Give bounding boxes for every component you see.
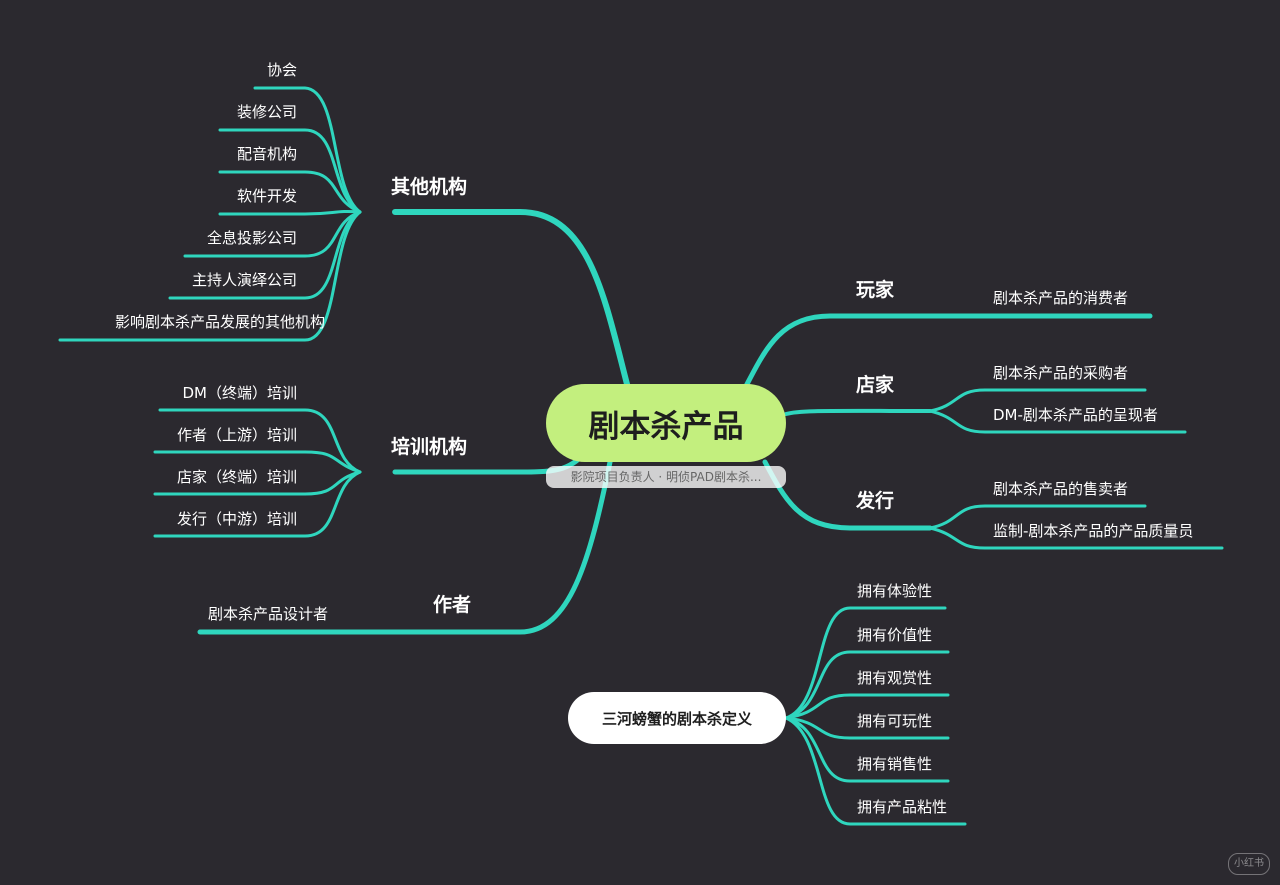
connector-leaf xyxy=(168,210,362,300)
connector-leaf xyxy=(218,170,362,214)
leaf-item[interactable]: 影响剧本杀产品发展的其他机构 xyxy=(114,313,325,331)
connector-leaf xyxy=(153,450,362,474)
leaf-item[interactable]: 拥有观赏性 xyxy=(857,669,933,687)
branch-other-orgs[interactable]: 其他机构 xyxy=(391,176,468,198)
branch-publish[interactable]: 发行 xyxy=(856,490,895,512)
branch-store[interactable]: 店家 xyxy=(856,374,895,396)
leaf-item[interactable]: 剧本杀产品的售卖者 xyxy=(993,480,1129,498)
watermark-logo: 小红书 xyxy=(1228,853,1270,875)
connector-leaf xyxy=(218,209,362,216)
leaf-item[interactable]: 拥有产品粘性 xyxy=(857,798,948,816)
central-topic-title: 剧本杀产品 xyxy=(588,408,744,445)
connector-other-orgs xyxy=(392,209,631,391)
branch-training[interactable]: 培训机构 xyxy=(391,436,468,458)
leaf-item[interactable]: 软件开发 xyxy=(236,187,297,205)
leaf-item[interactable]: 剧本杀产品的采购者 xyxy=(993,364,1129,382)
connector-leaf xyxy=(784,716,950,740)
connector-leaf xyxy=(153,470,362,496)
connector-leaf xyxy=(784,716,950,783)
leaf-item[interactable]: 作者（上游）培训 xyxy=(176,426,297,444)
leaf-item[interactable]: 剧本杀产品设计者 xyxy=(208,605,329,623)
leaf-item[interactable]: 协会 xyxy=(266,61,297,79)
connector-leaf xyxy=(218,128,362,214)
connector-leaf xyxy=(153,470,362,538)
leaf-item[interactable]: 拥有体验性 xyxy=(857,582,933,600)
connector-leaf xyxy=(183,210,362,258)
central-topic[interactable]: 剧本杀产品 xyxy=(546,384,786,462)
connector-leaf xyxy=(784,716,967,826)
definition-topic[interactable]: 三河螃蟹的剧本杀定义 xyxy=(568,692,786,744)
leaf-item[interactable]: DM（终端）培训 xyxy=(182,384,298,402)
connector-leaf xyxy=(253,86,362,214)
connector-player xyxy=(742,313,1153,391)
central-topic-note: 影院项目负责人 · 明侦PAD剧本杀... xyxy=(546,466,786,488)
definition-topic-title: 三河螃蟹的剧本杀定义 xyxy=(601,709,752,728)
leaf-item[interactable]: 主持人演绎公司 xyxy=(191,271,297,289)
connector-leaf xyxy=(784,693,950,720)
leaf-item[interactable]: 拥有可玩性 xyxy=(857,712,933,730)
connector-publish xyxy=(762,459,933,531)
connector-author xyxy=(197,459,613,635)
branch-player[interactable]: 玩家 xyxy=(856,279,895,301)
connector-leaf xyxy=(784,606,947,720)
leaf-item[interactable]: DM-剧本杀产品的呈现者 xyxy=(993,406,1158,424)
leaf-item[interactable]: 装修公司 xyxy=(236,103,297,121)
leaf-item[interactable]: 发行（中游）培训 xyxy=(176,510,297,528)
leaf-item[interactable]: 拥有销售性 xyxy=(857,755,933,773)
connector-leaf xyxy=(928,526,1224,550)
leaf-item[interactable]: 全息投影公司 xyxy=(206,229,297,247)
leaf-item[interactable]: 店家（终端）培训 xyxy=(176,468,297,486)
connector-leaf xyxy=(928,504,1147,530)
connector-store xyxy=(784,408,932,416)
leaf-item[interactable]: 剧本杀产品的消费者 xyxy=(993,289,1129,307)
connector-leaf xyxy=(58,210,362,342)
connector-leaf xyxy=(784,650,950,720)
connector-leaf xyxy=(158,408,362,474)
leaf-item[interactable]: 拥有价值性 xyxy=(857,626,933,644)
connector-leaf xyxy=(928,388,1147,413)
leaf-item[interactable]: 监制-剧本杀产品的产品质量员 xyxy=(993,522,1194,540)
branch-author[interactable]: 作者 xyxy=(433,594,472,616)
connector-leaf xyxy=(928,409,1187,434)
leaf-item[interactable]: 配音机构 xyxy=(236,145,297,163)
